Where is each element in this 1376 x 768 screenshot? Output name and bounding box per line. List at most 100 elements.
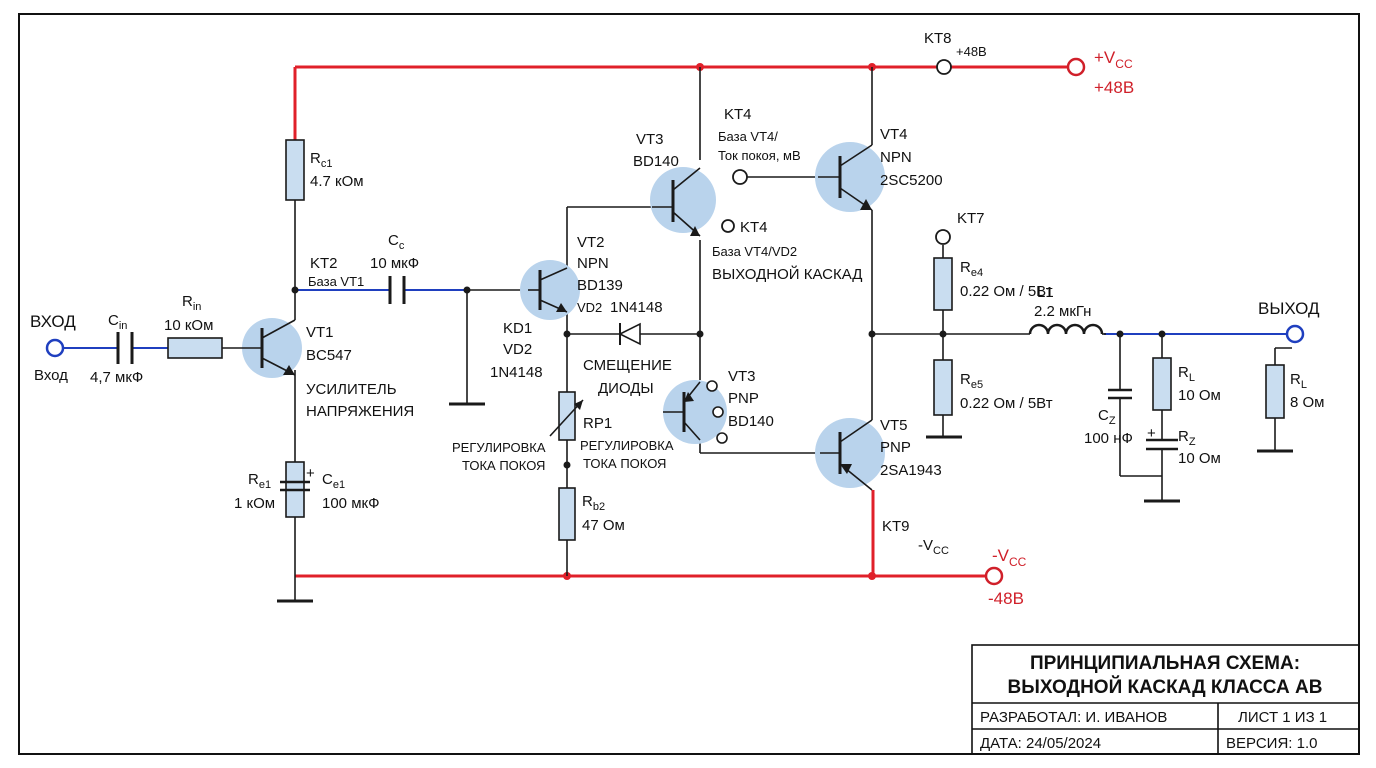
sheet-border	[18, 13, 1360, 755]
rl2-value: 8 Ом	[1290, 394, 1325, 411]
test-point-kt4-a[interactable]	[732, 169, 748, 185]
vt1-part: BC547	[306, 347, 352, 364]
vt3-bottom-part: BD140	[728, 413, 774, 430]
transistor-vt4	[815, 142, 885, 212]
ce1-label: Ce1	[322, 471, 345, 491]
rp1-left-1: РЕГУЛИРОВКА	[452, 440, 546, 455]
kt4-b-name: KT4	[740, 219, 768, 236]
transistor-vt1	[242, 318, 302, 378]
bias-line1: СМЕЩЕНИЕ	[583, 357, 672, 374]
kt2-name: KT2	[310, 255, 338, 272]
input-label: ВХОД	[30, 312, 76, 331]
rin-label: Rin	[182, 293, 201, 313]
kt9-value: -VCC	[918, 537, 949, 557]
cin-label: Cin	[108, 312, 127, 332]
kt4-a-name: KT4	[724, 106, 752, 123]
ce1-plus: +	[306, 465, 315, 482]
wires	[222, 67, 1292, 600]
vcc-pos-terminal[interactable]	[1066, 57, 1086, 77]
cin-value: 4,7 мкФ	[90, 369, 143, 386]
rp1-right-1: РЕГУЛИРОВКА	[580, 438, 674, 453]
rz-value: 10 Ом	[1178, 450, 1221, 467]
rz-plus: +	[1147, 425, 1156, 442]
signal-wires	[63, 289, 1288, 349]
vcc-pos-value: +48B	[1094, 78, 1134, 97]
kt8-name: KT8	[924, 30, 952, 47]
vt1-name: VT1	[306, 324, 334, 341]
resistor-rl1	[1152, 357, 1172, 411]
vt3-top-part: BD140	[633, 153, 679, 170]
test-point-kt4-b[interactable]	[721, 219, 735, 233]
transistor-vt3-top	[650, 167, 716, 237]
vt2-name: VT2	[577, 234, 605, 251]
rp1-arrow-icon	[574, 400, 583, 410]
kt2-desc: База VT1	[308, 274, 364, 289]
re5-value: 0.22 Ом / 5Вт	[960, 395, 1053, 412]
vt2-type: NPN	[577, 255, 609, 272]
vcc-neg-label: -VCC	[992, 546, 1027, 569]
re5-label: Re5	[960, 371, 983, 391]
vt2-part: BD139	[577, 277, 623, 294]
cz-value: 100 нФ	[1084, 430, 1133, 447]
title-sheet: ЛИСТ 1 ИЗ 1	[1238, 709, 1327, 726]
potentiometer-rp1[interactable]	[558, 391, 576, 441]
vd2-name: VD2	[577, 300, 602, 315]
vcc-neg-terminal[interactable]	[984, 566, 1004, 586]
test-point-kt7[interactable]	[935, 229, 951, 245]
rb2-label: Rb2	[582, 493, 605, 513]
rp1-right-2: ТОКА ПОКОЯ	[583, 456, 666, 471]
input-sublabel: Вход	[34, 367, 68, 384]
output-terminal[interactable]	[1285, 324, 1305, 344]
vt1-note-2: НАПРЯЖЕНИЯ	[306, 403, 414, 420]
cc-label: Cc	[388, 232, 405, 252]
rp1-left-2: ТОКА ПОКОЯ	[462, 458, 545, 473]
rl1-value: 10 Ом	[1178, 387, 1221, 404]
kd1-line3: 1N4148	[490, 364, 543, 381]
resistor-rin	[167, 337, 223, 359]
kt8-value: +48B	[956, 44, 987, 59]
vt5-name: VT5	[880, 417, 908, 434]
kt7-name: KT7	[957, 210, 985, 227]
l1-value: 2.2 мкГн	[1034, 303, 1091, 320]
vcc-neg-value: -48B	[988, 589, 1024, 608]
capacitor-cin	[116, 332, 134, 364]
title-line-2: ВЫХОДНОЙ КАСКАД КЛАССА АВ	[1008, 676, 1323, 698]
test-point-kt8[interactable]	[936, 59, 952, 75]
ground-icon	[277, 402, 1293, 603]
kt4-a-desc1: База VT4/	[718, 129, 778, 144]
title-block	[971, 644, 1360, 755]
rb2-value: 47 Ом	[582, 517, 625, 534]
vt1-note-1: УСИЛИТЕЛЬ	[306, 381, 397, 398]
vt3-top-name: VT3	[636, 131, 664, 148]
kd1-line1: KD1	[503, 320, 532, 337]
re4-value: 0.22 Ом / 5Вт	[960, 283, 1053, 300]
kt4-b-desc2: ВЫХОДНОЙ КАСКАД	[712, 265, 862, 283]
resistor-re4	[933, 257, 953, 311]
rp1-name: RP1	[583, 415, 612, 432]
rc1-label: Rc1	[310, 150, 332, 170]
re1-label: Re1	[248, 471, 271, 491]
kd1-line2: VD2	[503, 341, 532, 358]
capacitor-ce1	[280, 480, 310, 492]
capacitor-cz	[1108, 388, 1132, 400]
cz-label: CZ	[1098, 407, 1116, 427]
title-date: ДАТА: 24/05/2024	[980, 735, 1101, 752]
kt4-a-desc2: Ток покоя, мВ	[718, 148, 801, 163]
ce1-value: 100 мкФ	[322, 495, 379, 512]
supply-rails	[293, 65, 1068, 578]
wire-junctions	[291, 286, 1166, 469]
transistor-vt2	[520, 260, 580, 320]
resistor-rb2	[558, 487, 576, 541]
vt5-type: PNP	[880, 439, 911, 456]
transistor-vt3-bottom	[663, 380, 727, 444]
bias-line2: ДИОДЫ	[598, 380, 654, 397]
vt5-part: 2SA1943	[880, 462, 942, 479]
output-label: ВЫХОД	[1258, 299, 1320, 318]
cc-value: 10 мкФ	[370, 255, 419, 272]
vt3-pin-icons	[706, 380, 728, 444]
capacitor-cc	[388, 276, 406, 304]
vt3-bottom-name: VT3	[728, 368, 756, 385]
input-terminal[interactable]	[45, 338, 65, 358]
vcc-pos-label: +VCC	[1094, 48, 1133, 71]
